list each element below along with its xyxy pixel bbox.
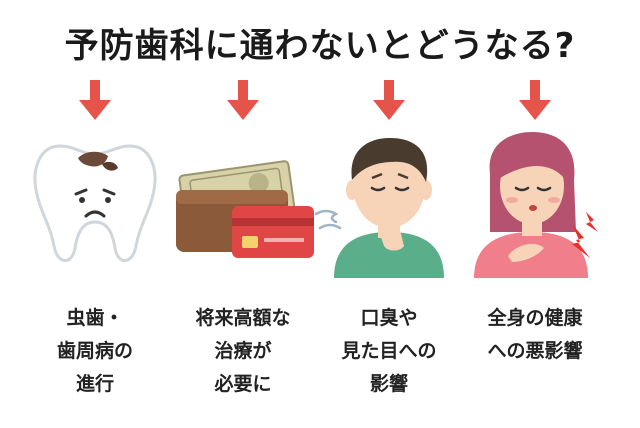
item-cavity: 虫歯・ 歯周病の 進行 (20, 80, 170, 420)
caption-line: 歯周病の (56, 340, 133, 362)
item-caption: 口臭や 見た目への 影響 (314, 302, 464, 401)
chest-pain-woman-icon (474, 132, 598, 278)
caption-line: 全身の健康 (487, 307, 583, 329)
caption-line: 見た目への (341, 340, 437, 362)
item-bad-breath: 口臭や 見た目への 影響 (314, 80, 464, 420)
page-title: 予防歯科に通わないとどうなる? (64, 26, 576, 66)
bad-breath-boy-icon (314, 138, 444, 278)
item-caption: 将来高額な 治療が 必要に (168, 302, 318, 401)
caption-line: 虫歯・ (66, 307, 124, 329)
item-caption: 虫歯・ 歯周病の 進行 (20, 302, 170, 401)
caption-line: 進行 (75, 373, 114, 395)
down-arrow-icon (519, 80, 551, 120)
caption-line: 将来高額な (195, 307, 291, 329)
down-arrow-icon (227, 80, 259, 120)
decayed-tooth-icon (33, 144, 157, 262)
item-cost: 将来高額な 治療が 必要に (168, 80, 318, 420)
caption-line: 治療が (214, 340, 272, 362)
wallet-money-icon (176, 160, 314, 258)
down-arrow-icon (373, 80, 405, 120)
caption-line: 影響 (369, 373, 408, 395)
caption-line: への悪影響 (487, 340, 583, 362)
down-arrow-icon (79, 80, 111, 120)
caption-line: 口臭や (360, 307, 418, 329)
caption-line: 必要に (214, 373, 272, 395)
item-caption: 全身の健康 への悪影響 (460, 302, 610, 368)
item-health: 全身の健康 への悪影響 (460, 80, 610, 420)
